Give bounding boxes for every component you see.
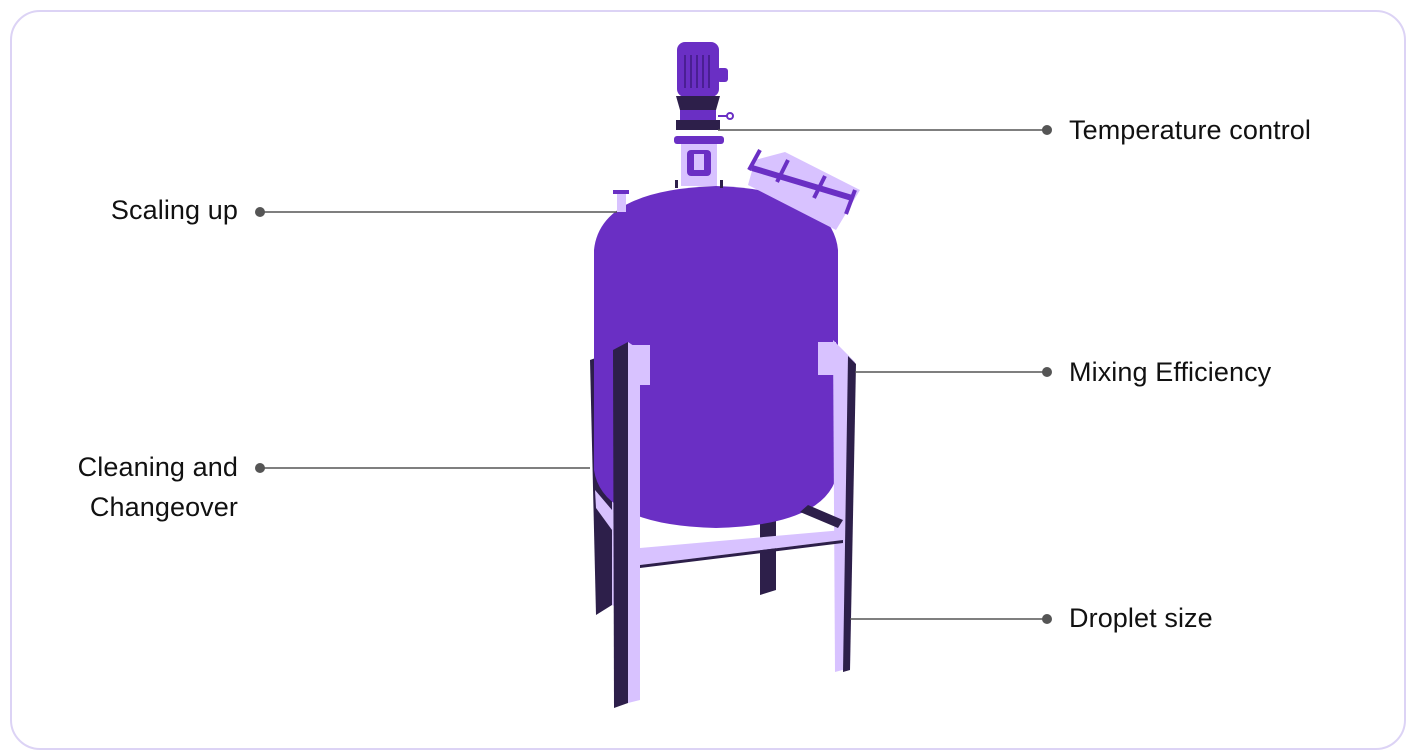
- label-cleaning-line1: Cleaning and: [77, 452, 238, 482]
- leader-dot-mixing-efficiency: [1042, 367, 1052, 377]
- label-scaling-up: Scaling up: [110, 195, 238, 225]
- vent-pipe: [617, 192, 626, 212]
- leader-lines: [255, 125, 1052, 624]
- tank-body: [594, 186, 838, 528]
- label-cleaning-line2: Changeover: [89, 492, 238, 522]
- leader-dot-temperature-control: [1042, 125, 1052, 135]
- leader-dot-droplet-size: [1042, 614, 1052, 624]
- front-legs: [595, 340, 856, 708]
- agitator-motor: [674, 42, 734, 188]
- leader-dot-scaling-up: [255, 207, 265, 217]
- leader-dot-cleaning-changeover: [255, 463, 265, 473]
- manway-hatch: [747, 149, 860, 230]
- label-mixing-efficiency: Mixing Efficiency: [1069, 357, 1272, 387]
- label-temperature-control: Temperature control: [1069, 115, 1312, 145]
- label-droplet-size: Droplet size: [1069, 603, 1213, 633]
- mixing-vessel-illustration: [255, 42, 1052, 708]
